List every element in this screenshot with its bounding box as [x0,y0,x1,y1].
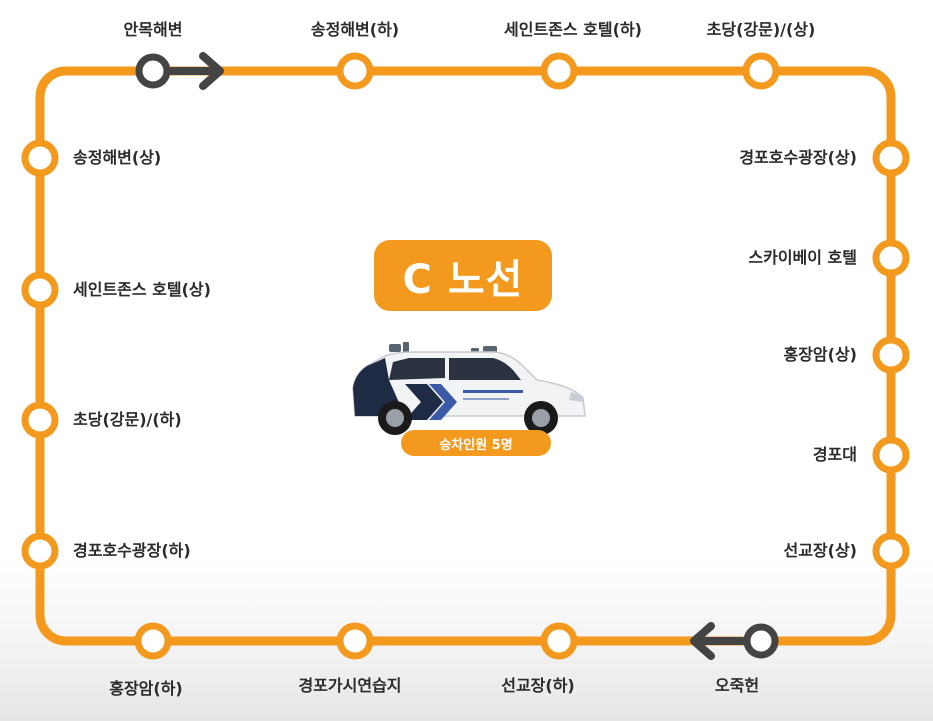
stop-marker-right-1 [872,139,910,177]
left-arrow-icon [690,622,746,660]
stop-marker-bottom-1 [134,622,172,660]
stop-marker-left-1 [21,139,59,177]
stop-label-right-4: 경포대 [812,445,857,464]
route-name-badge: C 노선 [374,240,552,311]
stop-marker-top-3 [540,52,578,90]
stop-label-bottom-1: 홍장암(하) [109,679,183,698]
stop-marker-right-3 [872,336,910,374]
stop-marker-left-4 [21,532,59,570]
stop-label-left-4: 경포호수광장(하) [73,541,191,560]
right-arrow-icon [168,52,224,90]
stop-marker-right-5 [872,532,910,570]
stop-label-top-1: 안목해변 [123,20,183,39]
stop-marker-left-3 [21,401,59,439]
stop-label-bottom-3: 선교장(하) [501,676,575,695]
capacity-badge: 승차인원 5명 [401,430,551,456]
stop-marker-top-2 [336,52,374,90]
stop-label-bottom-2: 경포가시연습지 [298,676,402,695]
stop-label-right-2: 스카이베이 호텔 [748,248,857,267]
stop-label-right-1: 경포호수광장(상) [739,148,857,167]
stop-label-right-3: 홍장암(상) [783,345,857,364]
stop-marker-right-2 [872,239,910,277]
stop-label-top-2: 송정해변(하) [310,20,400,39]
stop-label-bottom-4: 오죽헌 [714,676,760,695]
stop-label-left-1: 송정해변(상) [73,148,162,167]
stop-marker-top-4 [742,52,780,90]
stop-marker-bottom-end [743,623,779,659]
stop-label-top-3: 세인트존스 호텔(하) [504,20,642,39]
stop-label-left-3: 초당(강문)/(하) [73,410,182,429]
stop-marker-right-4 [872,436,910,474]
stop-marker-top-start [135,53,171,89]
stop-label-left-2: 세인트존스 호텔(상) [73,280,211,299]
autonomous-van-icon [352,342,586,435]
stop-label-top-4: 초당(강문)/(상) [706,20,816,39]
stop-marker-bottom-2 [336,622,374,660]
stop-marker-bottom-3 [540,622,578,660]
stop-marker-left-2 [21,271,59,309]
stop-label-right-5: 선교장(상) [783,541,857,560]
